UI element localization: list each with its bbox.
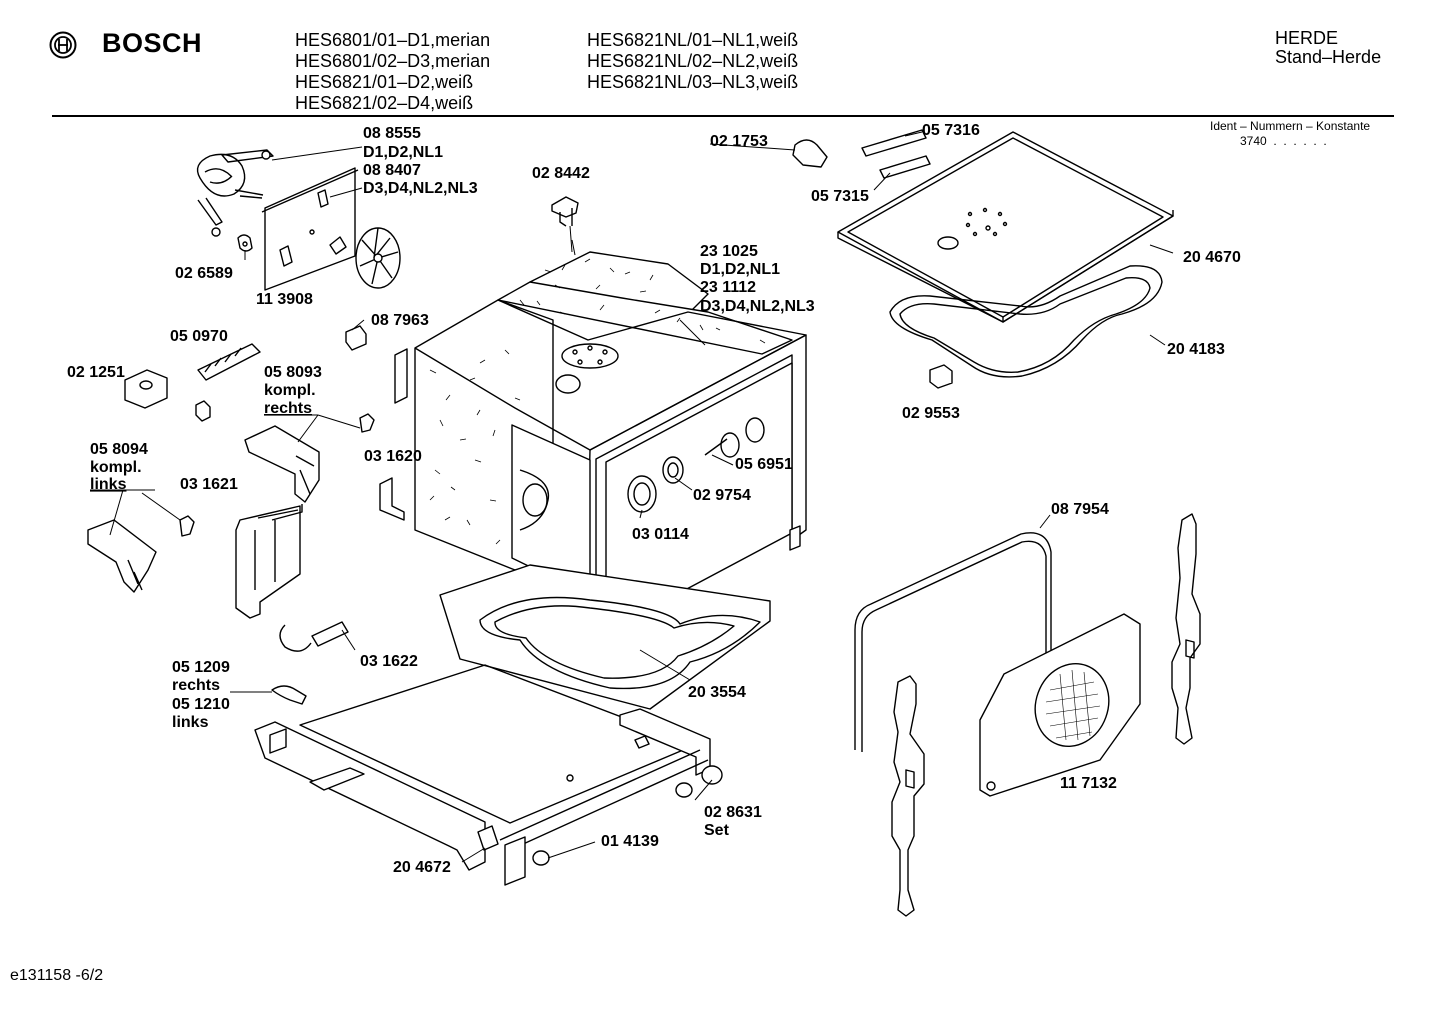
top-plate-assembly [792,129,1174,323]
label-d1-d2-nl1: D1,D2,NL1 [363,144,443,161]
model-item: HES6821/01–D2,weiß [295,72,474,92]
label-02-9553: 02 9553 [902,405,960,422]
label-02-8442: 02 8442 [532,165,590,182]
label-03-1621: 03 1621 [180,476,238,493]
part-labels: 08 8555 D1,D2,NL1 08 8407 D3,D4,NL2,NL3 … [67,122,1241,876]
label-rechts-2: rechts [172,677,220,694]
label-05-1210: 05 1210 [172,696,230,713]
label-d1-d2-nl1-b: D1,D2,NL1 [700,261,780,278]
label-20-4672: 20 4672 [393,859,451,876]
label-d3-d4-nl2-nl3: D3,D4,NL2,NL3 [363,180,478,197]
label-05-8094: 05 8094 [90,441,148,458]
label-11-7132: 11 7132 [1060,775,1117,792]
label-kompl-rechts: kompl. [264,382,316,399]
label-d3-d4-nl2-nl3-b: D3,D4,NL2,NL3 [700,298,815,315]
label-08-8407: 08 8407 [363,162,421,179]
label-20-4670: 20 4670 [1183,249,1241,266]
base-frame [254,664,723,886]
label-08-7963: 08 7963 [371,312,429,329]
label-03-1622: 03 1622 [360,653,418,670]
grill-heater [889,265,1163,389]
label-05-7316: 05 7316 [922,122,980,139]
ident-block: Ident – Nummern – Konstante 3740 . . . .… [1210,119,1390,149]
label-02-1251: 02 1251 [67,364,125,381]
label-05-1209: 05 1209 [172,659,230,676]
leader-lines [90,131,1174,863]
oven-cavity [345,251,807,688]
switch-assemblies [87,343,375,705]
label-20-4183: 20 4183 [1167,341,1225,358]
model-item: HES6821/02–D4,weiß [295,93,474,113]
label-kompl-links: kompl. [90,459,142,476]
clip-part [551,196,579,253]
category-block: HERDE Stand–Herde [1275,29,1390,67]
brand-name: BOSCH [102,28,203,58]
label-02-9754: 02 9754 [693,487,751,504]
model-item: HES6821NL/02–NL2,weiß [587,51,799,71]
ident-value: 3740 . . . . . . [1240,134,1327,148]
label-11-3908: 11 3908 [256,291,313,308]
drawing-code: e131158 -6/2 [10,967,104,984]
label-05-0970: 05 0970 [170,328,228,345]
bosch-logo-icon [49,31,77,59]
bottom-heater [439,564,771,710]
label-23-1112: 23 1112 [700,279,756,296]
category-subtitle: Stand–Herde [1275,47,1382,67]
label-20-3554: 20 3554 [688,684,746,701]
label-links: links [90,476,127,493]
header-divider [52,115,1394,117]
label-02-1753: 02 1753 [710,133,768,150]
label-23-1025: 23 1025 [700,243,758,260]
label-01-4139: 01 4139 [601,833,659,850]
label-02-8631: 02 8631 [704,804,762,821]
model-list-left: HES6801/01–D1,merian HES6801/02–D3,meria… [295,30,490,114]
label-05-6951: 05 6951 [735,456,793,473]
model-item: HES6821NL/03–NL3,weiß [587,72,799,92]
side-rails [891,513,1201,917]
insulation-texture [429,258,766,545]
label-05-8093: 05 8093 [264,364,322,381]
label-03-0114: 03 0114 [632,526,689,543]
model-item: HES6801/02–D3,merian [295,51,491,71]
rear-fan-cover [979,613,1141,797]
label-links-2: links [172,714,209,731]
model-item: HES6821NL/01–NL1,weiß [587,30,799,50]
label-08-8555: 08 8555 [363,125,421,142]
label-05-7315: 05 7315 [811,188,869,205]
category-title: HERDE [1275,28,1339,48]
model-item: HES6801/01–D1,merian [295,30,491,50]
label-03-1620: 03 1620 [364,448,422,465]
door-seal [854,532,1052,752]
fan-motor-assembly [196,149,401,291]
label-02-6589: 02 6589 [175,265,233,282]
label-rechts: rechts [264,400,312,417]
label-set: Set [704,822,730,839]
model-list-right: HES6821NL/01–NL1,weiß HES6821NL/02–NL2,w… [587,30,798,93]
ident-label: Ident – Nummern – Konstante [1210,119,1371,133]
label-08-7954: 08 7954 [1051,501,1109,518]
